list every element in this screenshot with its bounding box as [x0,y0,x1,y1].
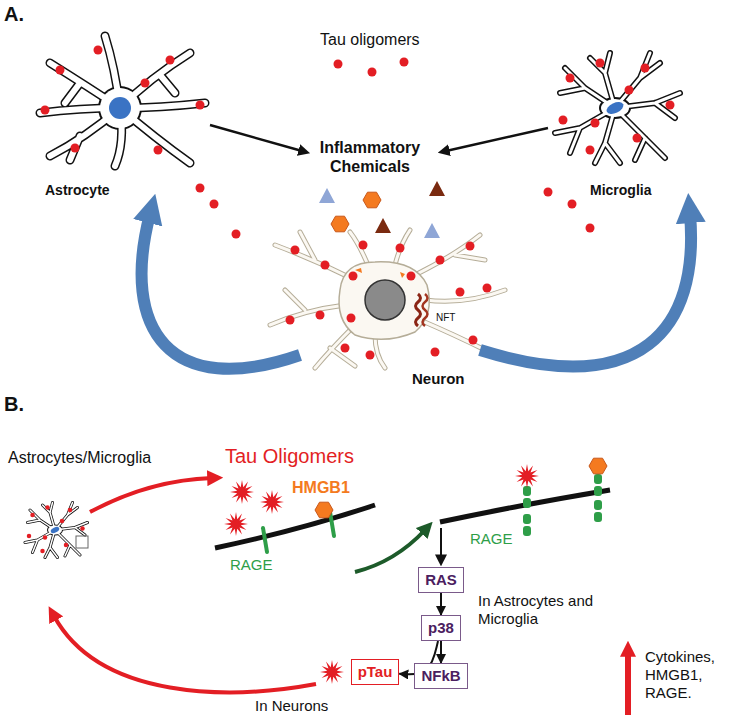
protein-box: pTau [351,659,400,685]
tau-dots [196,58,595,239]
microglia-cell [555,53,680,163]
cell-label: Astrocyte [45,182,110,199]
release-arrow [446,128,548,151]
increase-arrow [625,652,631,715]
neuron-cell [270,230,505,368]
spread-arrow [480,214,691,366]
pathway-box: RAS [418,567,464,593]
astrocyte-cell [40,36,205,166]
node-text: NFkB [421,667,460,684]
cell-label: Astrocytes/Microglia [8,448,151,467]
hmgb1-ligand [315,502,333,518]
signal-connector [440,641,442,663]
ligand-label: HMGB1 [292,478,350,497]
tau-oligomer-star [320,660,344,684]
cell-label: Microglia [590,182,651,199]
rage-receptor [523,474,602,536]
chemicals-label: Inflammatory Chemicals [300,138,440,176]
hmgb1-ligand [589,458,607,474]
cell-label: Neuron [412,370,465,388]
panel-letter: A. [4,2,24,26]
tau-oligomer-stars [224,480,284,536]
tau-oligomer-star [515,464,539,488]
signal-arrow [440,528,442,558]
node-text: p38 [428,619,454,636]
zoom-box [76,536,88,548]
receptor-label: RAGE [470,530,513,548]
pathway-box: NFkB [414,663,467,689]
output-note: Cytokines, HMGB1, RAGE. [645,648,739,702]
release-arrow [210,125,302,151]
microglia-cell [25,503,88,558]
return-arrow [54,616,316,692]
inflammatory-chemicals [319,181,445,238]
node-text: RAS [425,571,457,588]
pathway-box: p38 [421,615,461,641]
receptor-label: RAGE [230,556,273,574]
release-arrow [90,478,212,512]
tau-label: Tau oligomers [320,30,420,49]
node-text: pTau [358,663,393,680]
location-note: In Astrocytes and Microglia [478,592,613,628]
panel-letter: B. [4,392,24,416]
tangle-label: NFT [436,312,455,324]
location-note: In Neurons [255,697,328,715]
binding-arrow [355,530,425,572]
tau-label: Tau Oligomers [225,444,354,468]
spread-arrow [142,214,300,369]
cell-membrane [215,505,375,548]
signal-connector [440,593,442,615]
